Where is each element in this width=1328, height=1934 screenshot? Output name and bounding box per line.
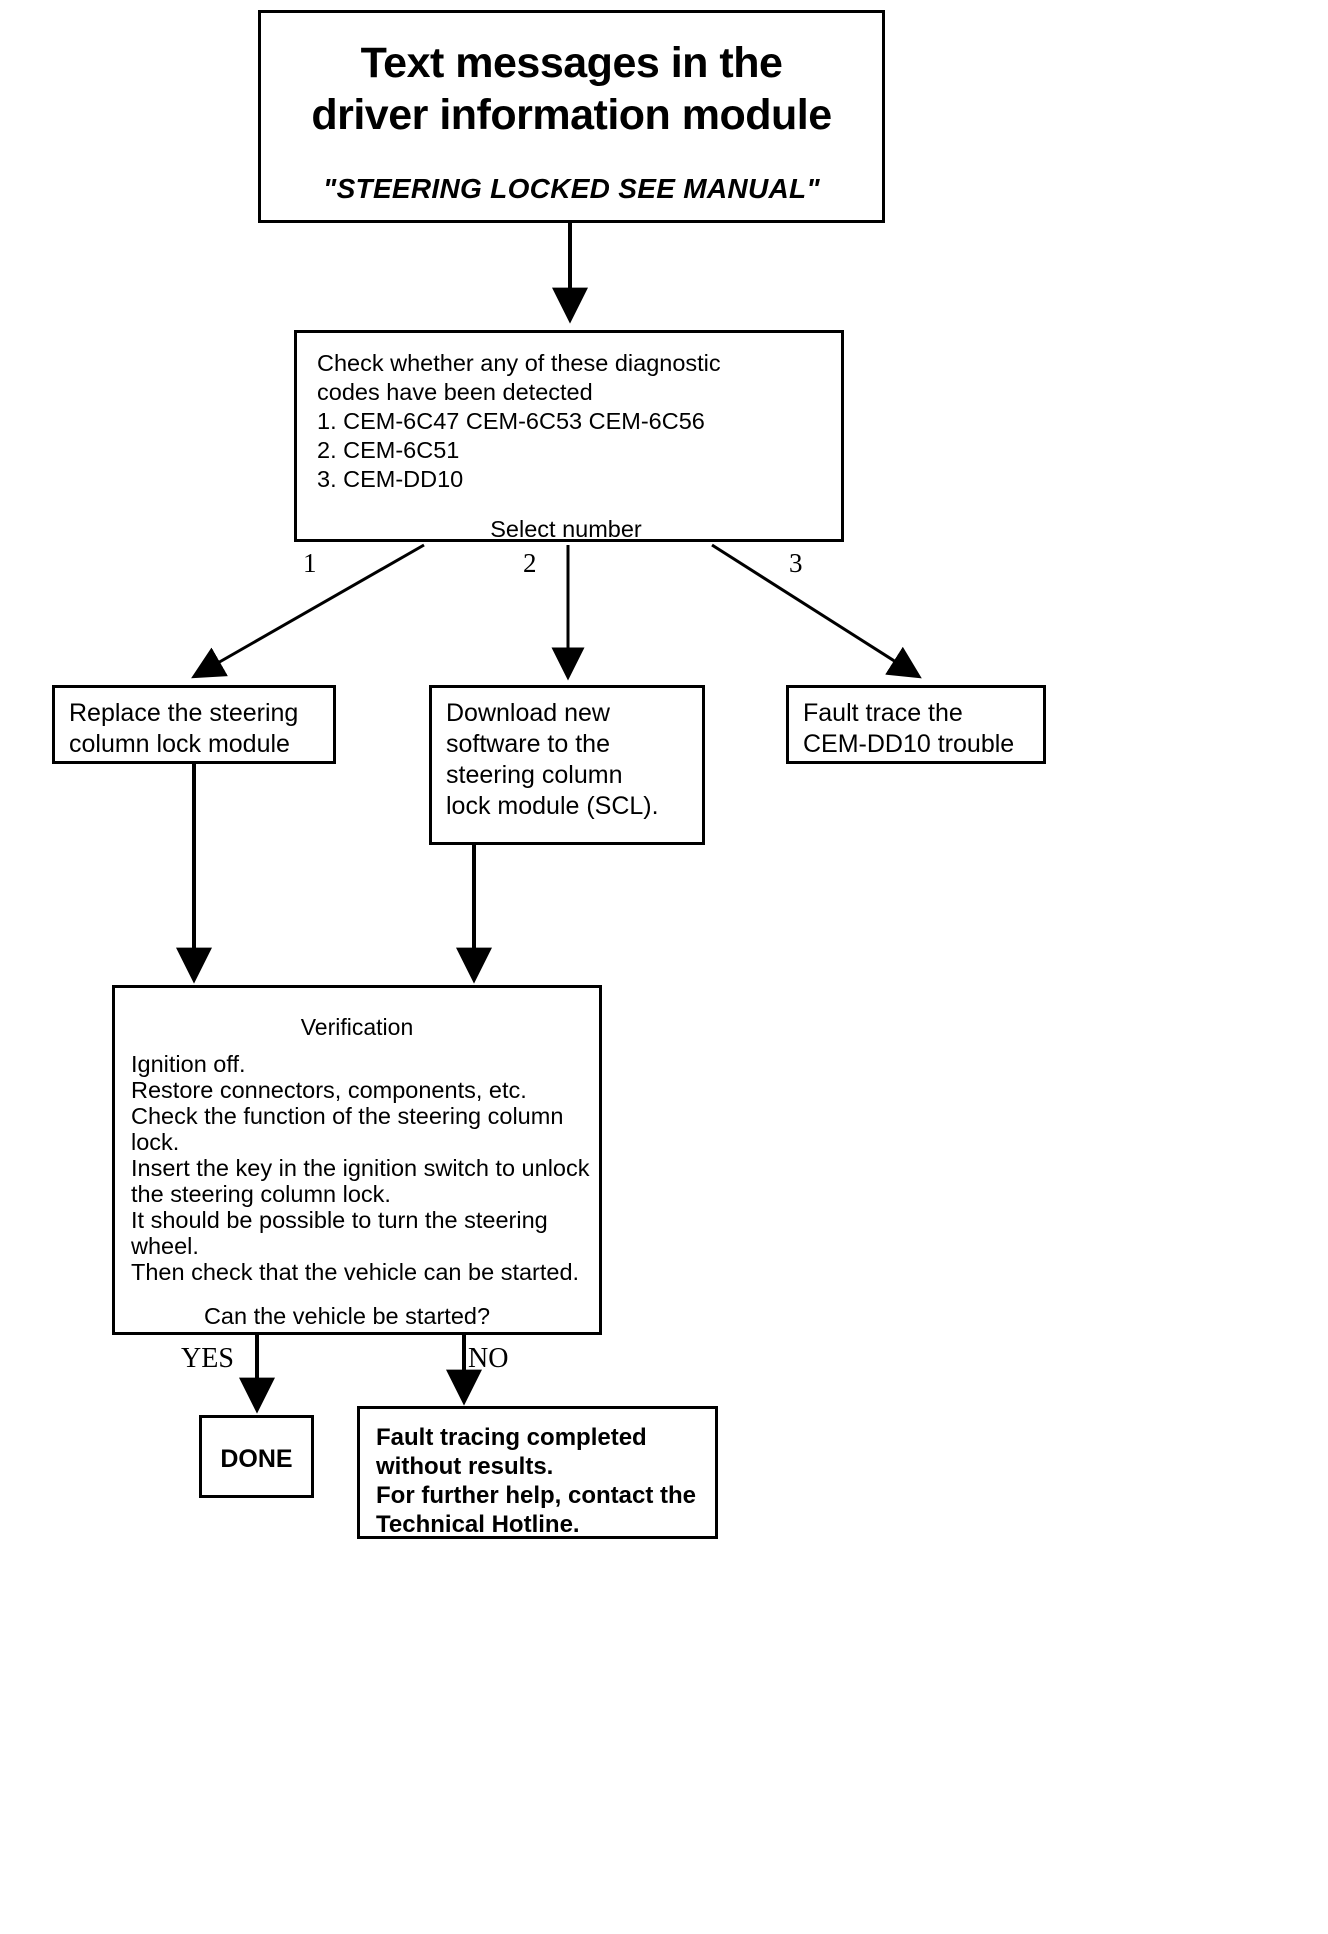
verification-heading: Verification [300, 1014, 414, 1040]
yes-label: YES [181, 1343, 234, 1374]
action-box-3-text: Fault trace the CEM-DD10 trouble [803, 699, 1015, 758]
page-title-line1: Text messages in the [360, 39, 783, 87]
title-box: Text messages in the driver information … [258, 10, 885, 223]
page-title-line2: driver information module [311, 91, 832, 139]
done-box: DONE [199, 1415, 314, 1498]
page-subtitle: "STEERING LOCKED SEE MANUAL" [323, 173, 820, 204]
action-box-replace-scl: Replace the steering column lock module [52, 685, 336, 764]
branch-label-3: 3 [789, 548, 803, 578]
done-label: DONE [220, 1445, 293, 1473]
hotline-box: Fault tracing completed without results.… [357, 1406, 718, 1539]
connector-branch-3 [711, 543, 922, 679]
action-box-1-text: Replace the steering column lock module [69, 699, 299, 758]
verification-box: Verification Ignition off. Restore conne… [112, 985, 602, 1335]
hotline-text: Fault tracing completed without results.… [376, 1424, 697, 1538]
action-box-download-software: Download new software to the steering co… [429, 685, 705, 845]
no-label: NO [468, 1343, 509, 1374]
branch-label-1: 1 [303, 548, 317, 578]
verification-question: Can the vehicle be started? [203, 1303, 491, 1329]
verification-steps-text: Ignition off. Restore connectors, compon… [131, 1051, 590, 1285]
diagnostic-codes-text: Check whether any of these diagnostic co… [317, 350, 721, 492]
diagnostic-codes-box: Check whether any of these diagnostic co… [294, 330, 844, 542]
page-title: Text messages in the driver information … [261, 37, 882, 141]
action-box-fault-trace: Fault trace the CEM-DD10 trouble [786, 685, 1046, 764]
branch-label-2: 2 [523, 548, 537, 578]
connector-branch-1 [191, 543, 425, 679]
select-number-prompt: Select number [490, 516, 642, 542]
action-box-2-text: Download new software to the steering co… [446, 699, 659, 820]
